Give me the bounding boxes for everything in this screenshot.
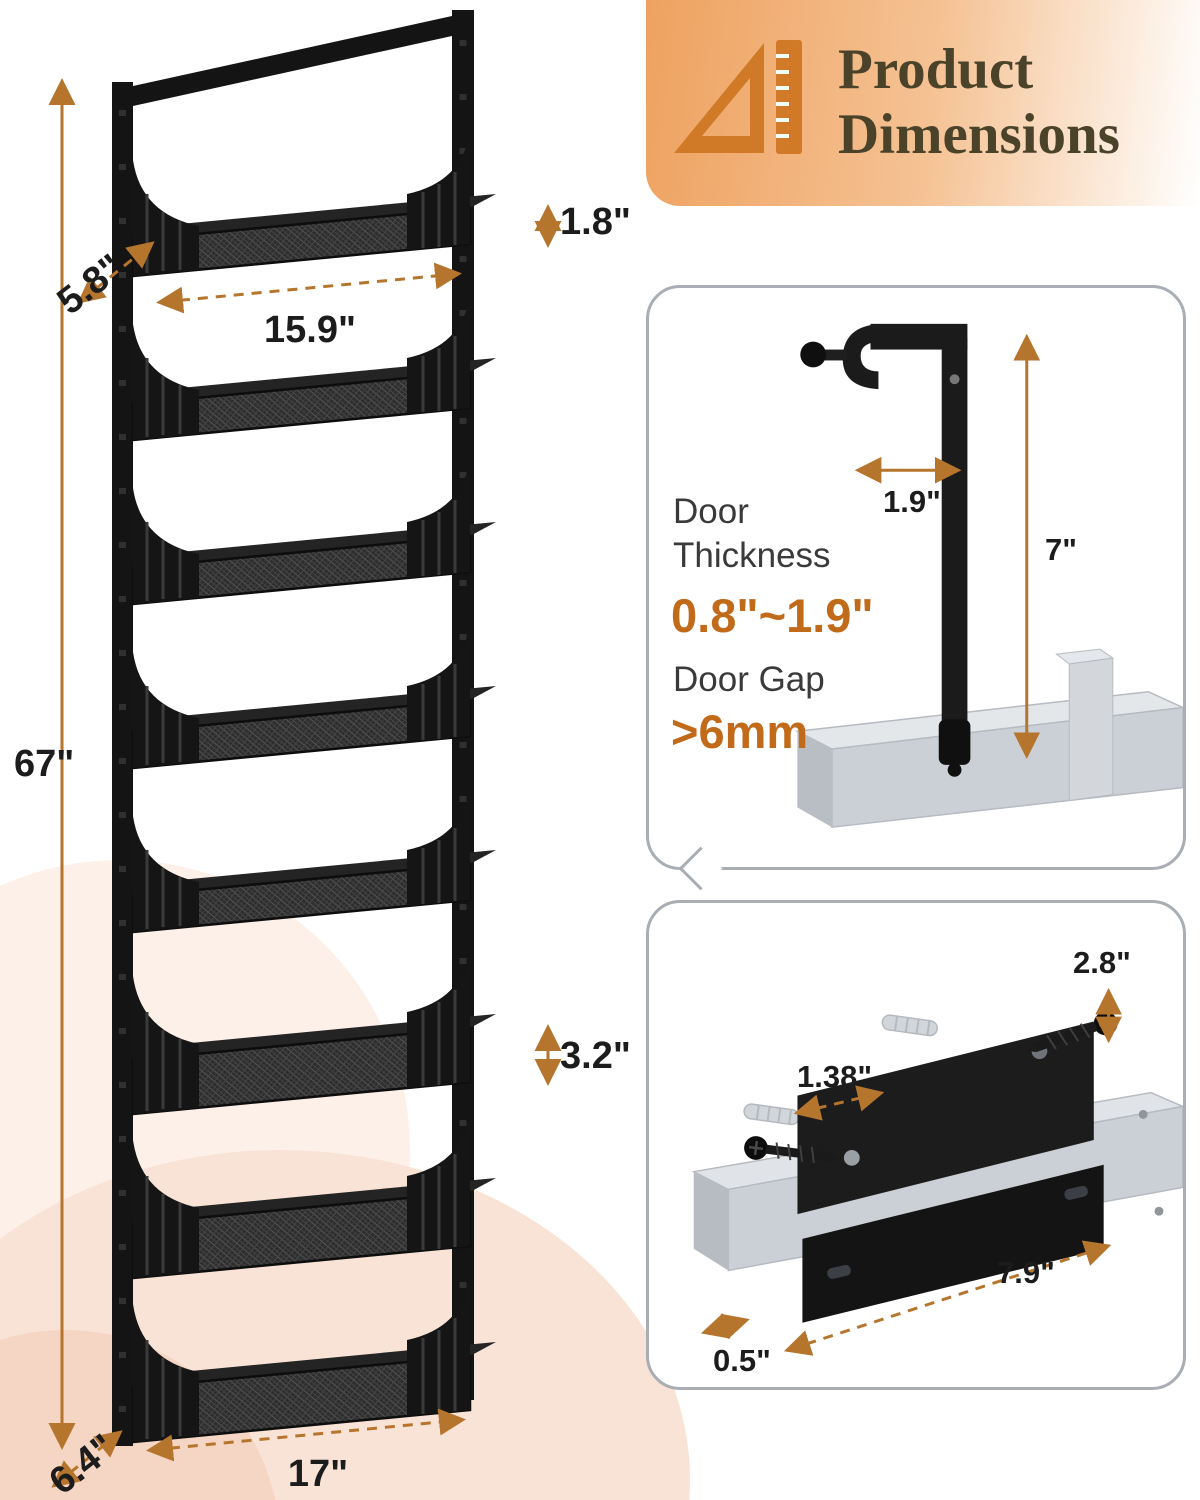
header-banner: Product Dimensions xyxy=(646,0,1200,206)
dim-plate-thickness-label: 0.5" xyxy=(713,1343,771,1378)
door-thickness-label-line1: Door xyxy=(673,492,749,531)
wall-anchor xyxy=(742,1102,801,1127)
dim-hook-height-label: 7" xyxy=(1045,532,1077,567)
over-door-hook xyxy=(800,323,971,777)
door-frame xyxy=(794,648,1183,829)
page-title: Product Dimensions xyxy=(838,38,1120,168)
rack-illustration: 67" 1.8" 15.9" 5.8" 3.2" 17" 6.4" xyxy=(14,10,631,1500)
door-gap-value: >6mm xyxy=(671,705,809,758)
door-thickness-label-line2: Thickness xyxy=(673,536,831,575)
dim-hook-depth-label: 1.9" xyxy=(883,484,941,519)
door-gap-label: Door Gap xyxy=(673,660,825,699)
door-hook-illustration xyxy=(794,323,1183,829)
page-title-line1: Product xyxy=(838,38,1034,102)
dim-bottom-width-label: 17" xyxy=(288,1453,348,1495)
bracket-dimension-arrows xyxy=(700,987,1122,1356)
wall-anchor xyxy=(880,1013,940,1038)
door-thickness-value: 0.8"~1.9" xyxy=(671,589,874,642)
page-title-line2: Dimensions xyxy=(838,103,1120,166)
dim-shelf-side-height-label: 1.8" xyxy=(560,201,631,243)
rack-dimension-arrows xyxy=(48,78,562,1488)
dim-total-height-label: 67" xyxy=(14,743,74,785)
set-square-ruler-icon xyxy=(674,40,802,154)
dim-large-shelf-side-height-label: 3.2" xyxy=(560,1035,631,1077)
dim-plate-height-label: 2.8" xyxy=(1073,945,1131,980)
wall-bracket-illustration xyxy=(691,987,1183,1356)
dim-shelf-width-label: 15.9" xyxy=(264,309,356,351)
wall-bracket-panel: 2.8" 1.38" 7.9" 0.5" xyxy=(646,900,1186,1390)
dim-hole-offset-label: 1.38" xyxy=(797,1059,873,1094)
dim-bottom-depth-label: 6.4" xyxy=(42,1426,124,1500)
door-hook-panel: 1.9" 7" Door Thickness 0.8"~1.9" Door Ga… xyxy=(646,285,1186,870)
hook-dimension-arrows xyxy=(854,333,1041,759)
dim-plate-width-label: 7.9" xyxy=(997,1255,1055,1290)
